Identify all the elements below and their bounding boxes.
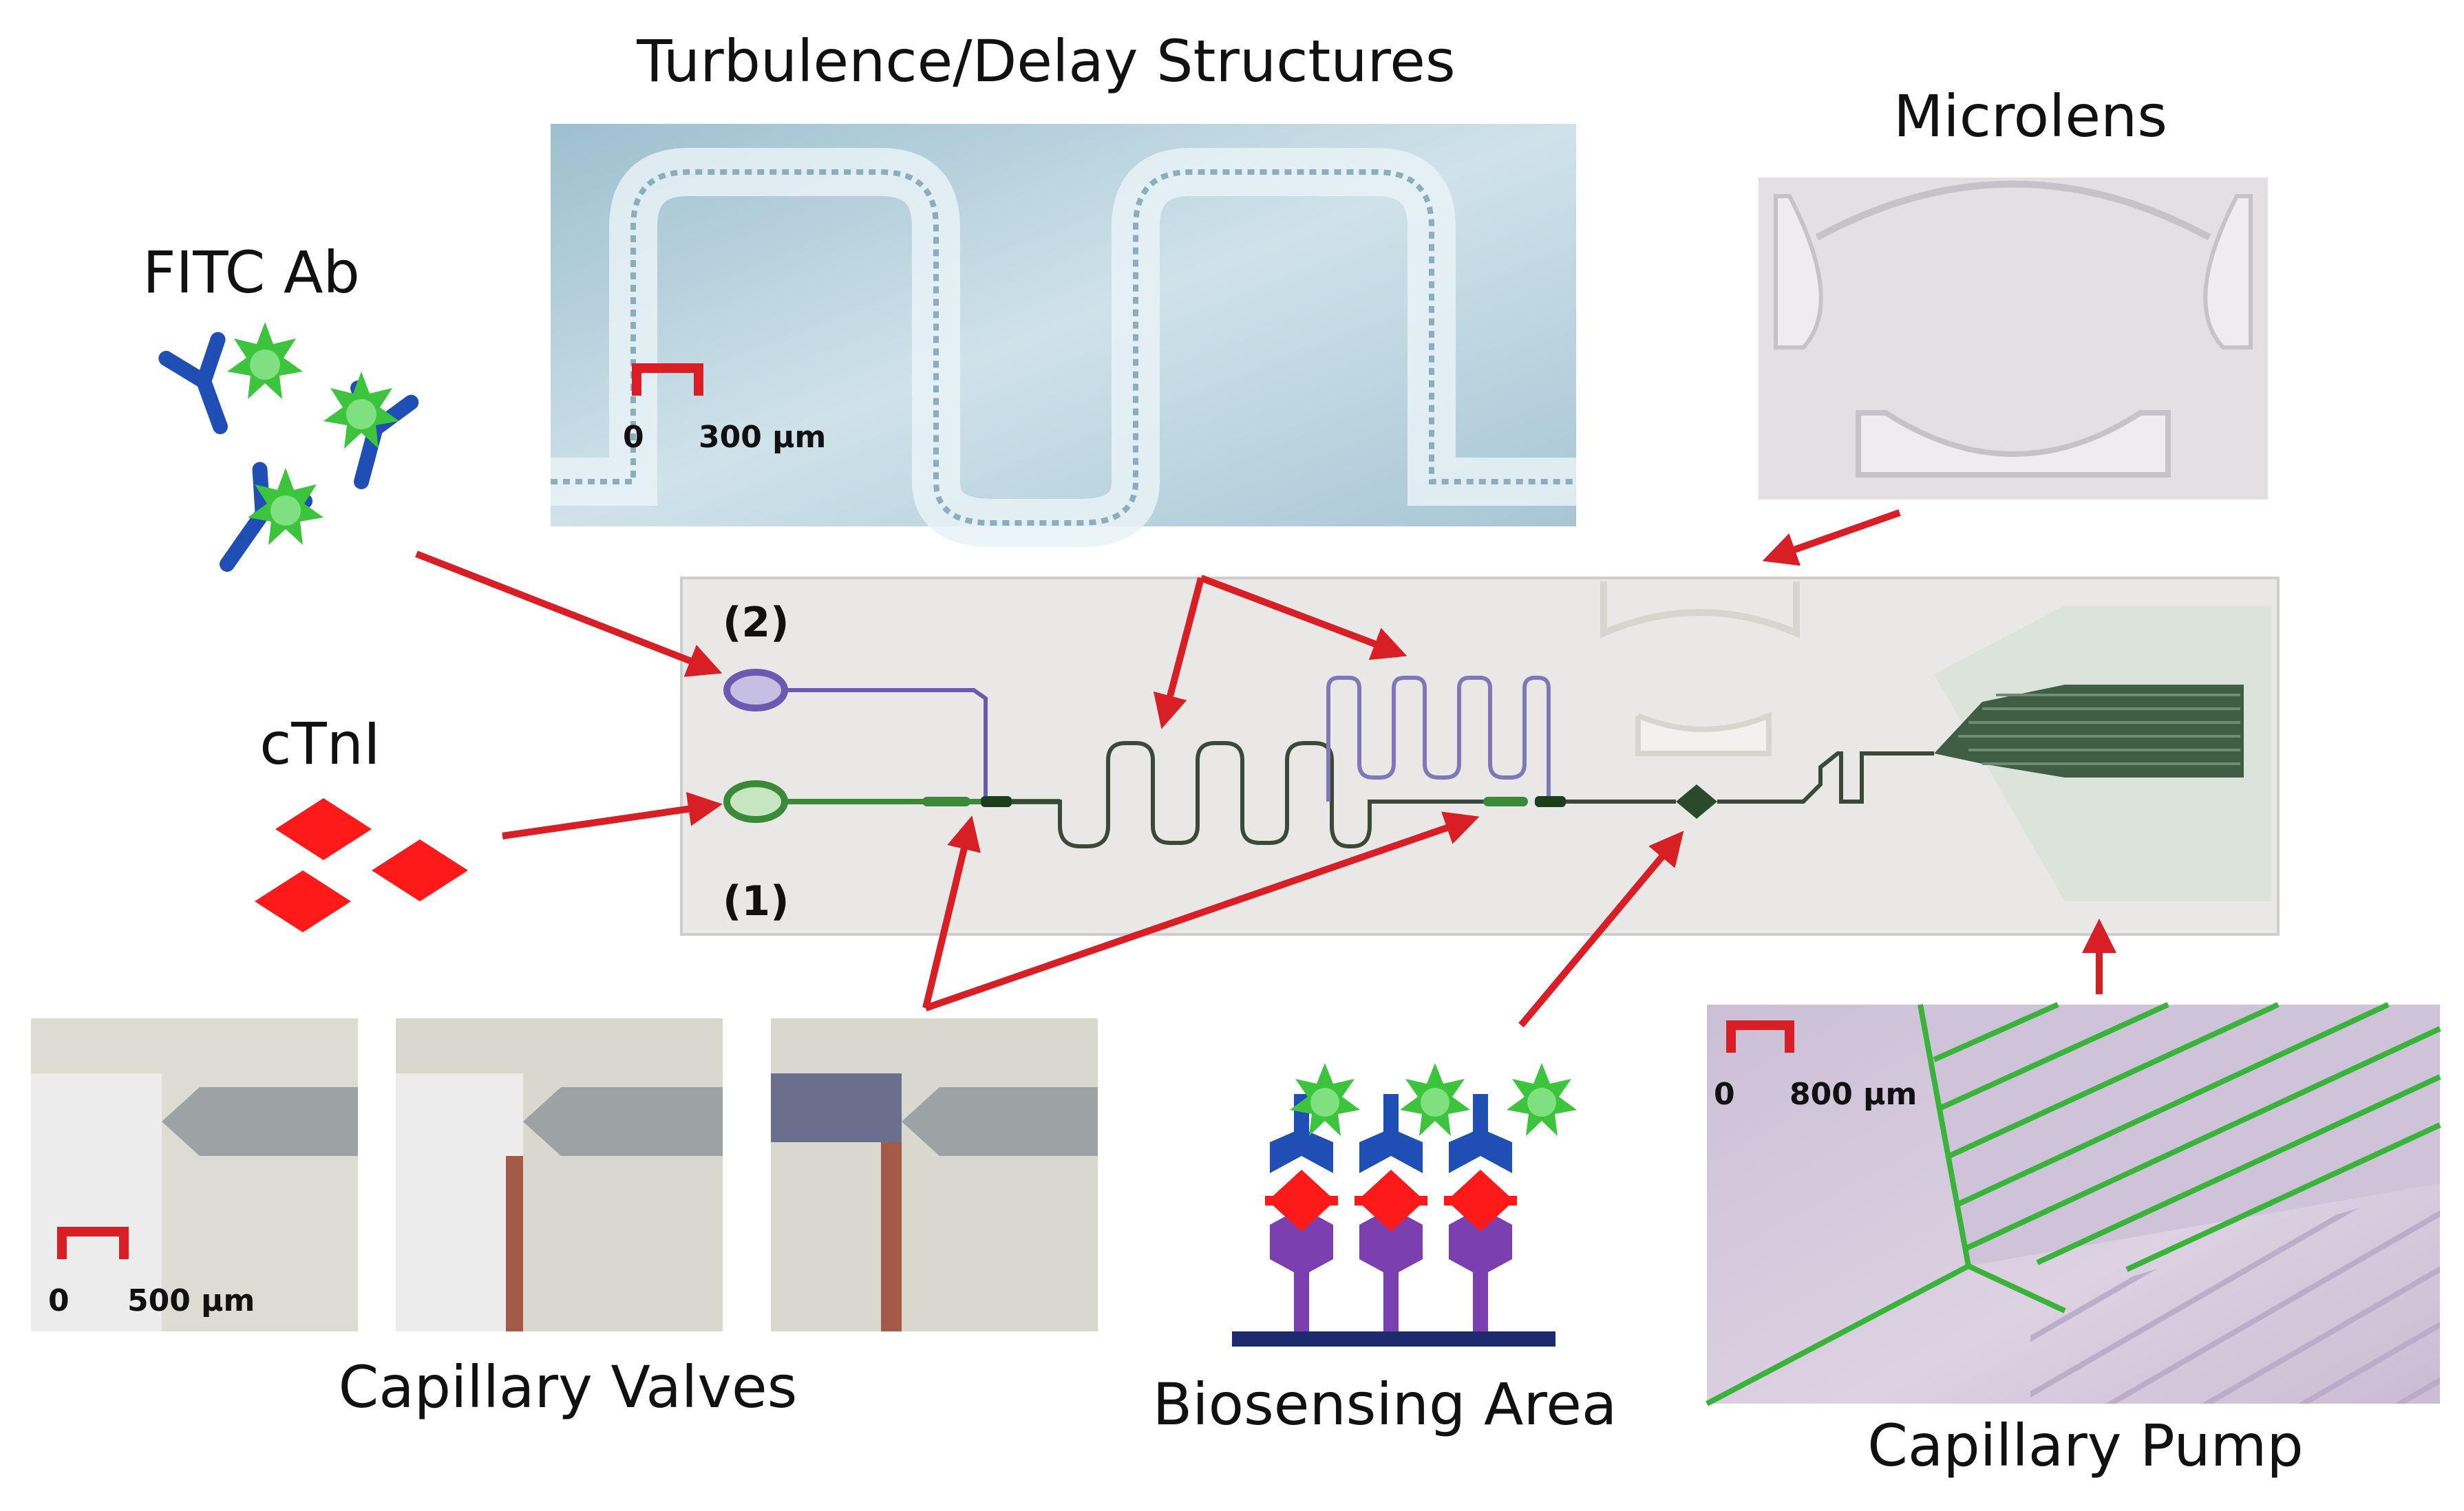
arrow-turbulence-to-meander-2 xyxy=(1200,575,1408,661)
scale-bar-icon xyxy=(632,363,703,396)
capillary-pump-micrograph: 0 800 µm xyxy=(1706,1002,2441,1406)
inlet-2-icon xyxy=(723,669,788,711)
scale-bar-value: 300 µm xyxy=(699,420,826,455)
capillary-valve-micrograph-3 xyxy=(771,1018,1098,1331)
biosensing-spot-icon xyxy=(1676,784,1717,819)
fitc-ab-label: FITC Ab xyxy=(142,239,360,306)
microlens-micrograph xyxy=(1759,178,2268,500)
arrow-valves-to-valve-1 xyxy=(922,815,981,1009)
arrow-valves-to-valve-2 xyxy=(924,811,1480,1011)
sandwich-assay-2 xyxy=(1355,1063,1470,1331)
turbulence-micrograph: 0 300 µm xyxy=(551,124,1576,547)
antigen-diamond-icon xyxy=(275,798,372,860)
scale-bar-icon xyxy=(57,1227,129,1259)
scale-bar-icon xyxy=(1726,1020,1794,1053)
antigen-diamond-icon xyxy=(255,870,351,932)
capillary-valves-label: Capillary Valves xyxy=(339,1353,798,1421)
inlet-1-label: (1) xyxy=(723,877,789,925)
arrow-microlens-to-chip xyxy=(1762,509,1901,566)
microfluidic-chip: (2) (1) xyxy=(680,577,2280,936)
antigen-diamond-icon xyxy=(372,839,468,901)
ctni-label: cTnI xyxy=(259,710,381,778)
sensor-surface xyxy=(1232,1331,1555,1347)
sandwich-assay-3 xyxy=(1444,1063,1577,1331)
fitc-antibody-group xyxy=(158,322,419,572)
microlens-label: Microlens xyxy=(1893,83,2167,150)
capillary-valve-micrograph-2 xyxy=(396,1018,723,1331)
capillary-valve-micrograph-1: 0 500 µm xyxy=(31,1018,358,1331)
scale-bar-zero: 0 xyxy=(1714,1077,1735,1112)
arrow-biosensing-to-spot xyxy=(1518,830,1684,1028)
capillary-pump-fingers xyxy=(1934,685,2244,778)
scale-bar-value: 800 µm xyxy=(1789,1077,1917,1112)
inlet-1-icon xyxy=(723,780,788,823)
scale-bar-zero: 0 xyxy=(48,1283,70,1318)
antibody-icon xyxy=(158,332,228,434)
biosensing-sandwich-diagram xyxy=(1232,1063,1577,1347)
capillary-pump-label: Capillary Pump xyxy=(1867,1412,2303,1479)
inlet-2-label: (2) xyxy=(723,599,789,647)
scale-bar-value: 500 µm xyxy=(127,1283,255,1318)
arrow-ctni-to-inlet-1 xyxy=(502,792,723,839)
turbulence-delay-label: Turbulence/Delay Structures xyxy=(636,28,1455,95)
scale-bar-zero: 0 xyxy=(623,420,644,455)
arrow-fitc-to-inlet-2 xyxy=(415,550,723,677)
arrow-turbulence-to-meander-1 xyxy=(1153,577,1204,729)
ctni-antigen-group xyxy=(255,798,468,932)
sandwich-assay-1 xyxy=(1265,1063,1360,1331)
annotation-arrows xyxy=(415,509,2116,1028)
biosensing-area-label: Biosensing Area xyxy=(1153,1371,1617,1438)
